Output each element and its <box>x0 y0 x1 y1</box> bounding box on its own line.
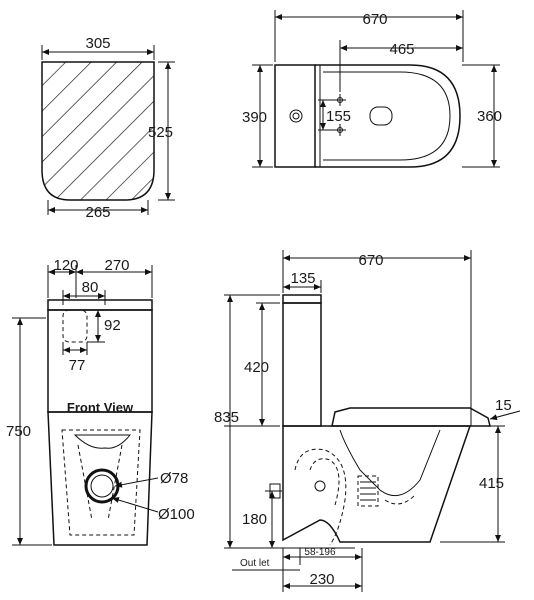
outlet-label: Out let <box>240 558 270 569</box>
outlet-distance-label: 230 <box>309 571 334 588</box>
front-view-title: Front View <box>67 400 134 415</box>
dim-270-label: 270 <box>104 257 129 274</box>
front-height-label: 750 <box>6 423 31 440</box>
outer-diameter-label: Ø100 <box>158 506 195 523</box>
hole-spacing-label: 155 <box>326 108 351 125</box>
rim-height-label: 415 <box>479 475 504 492</box>
width-bottom-label: 265 <box>85 204 110 221</box>
dim-92-label: 92 <box>104 317 121 334</box>
outlet-height-label: 180 <box>242 511 267 528</box>
height-label: 525 <box>148 124 173 141</box>
outlet-range-label: 58-196 <box>304 547 336 558</box>
front-view: Front View 120 270 80 92 77 750 Ø78 Ø100 <box>6 257 195 546</box>
tank-height-label: 420 <box>244 359 269 376</box>
side-view: 670 135 420 835 15 415 180 58-196 Out le… <box>214 250 521 592</box>
outlet-diameter-label: Ø78 <box>160 470 188 487</box>
cistern-section-view: 305 525 265 <box>41 35 175 221</box>
bowl-width-label: 360 <box>477 108 502 125</box>
side-length-label: 670 <box>358 252 383 269</box>
plan-length-label: 670 <box>362 11 387 28</box>
dim-77-label: 77 <box>69 357 86 374</box>
seat-length-label: 465 <box>389 41 414 58</box>
flush-button-icon <box>289 109 303 123</box>
plan-view: 670 465 390 360 155 <box>242 10 502 168</box>
width-top-label: 305 <box>85 35 110 52</box>
tank-width-label: 390 <box>242 109 267 126</box>
dim-120-label: 120 <box>53 257 78 274</box>
tank-depth-label: 135 <box>290 270 315 287</box>
seat-thickness-label: 15 <box>495 397 512 414</box>
drain-outline <box>369 106 393 126</box>
outlet-inner-circle <box>90 474 114 498</box>
overall-height-label: 835 <box>214 409 239 426</box>
dim-80-label: 80 <box>82 279 99 296</box>
